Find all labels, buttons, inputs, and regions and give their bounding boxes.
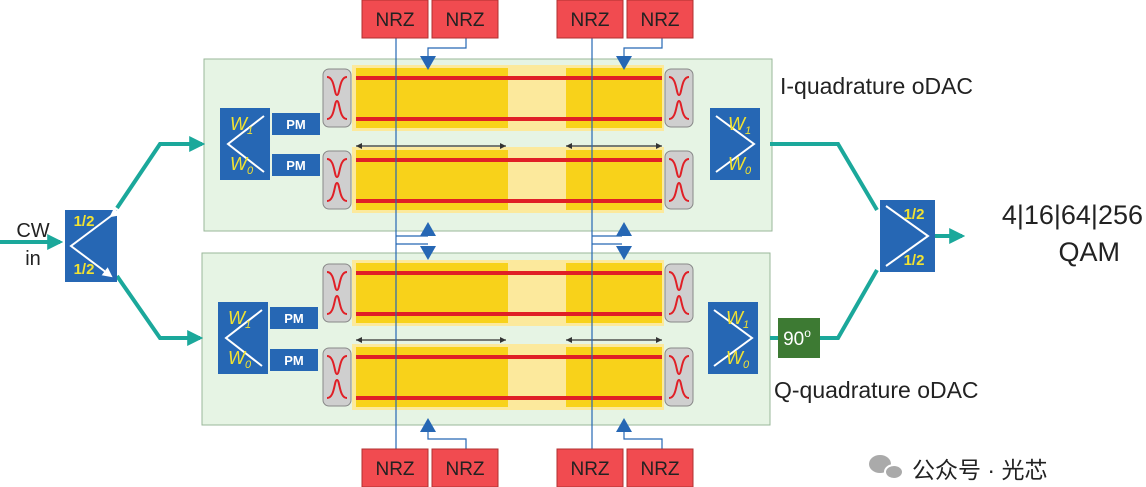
weight-w1-label: W1 bbox=[228, 308, 251, 331]
mzm-electrodes bbox=[352, 65, 664, 131]
nrz-label: NRZ bbox=[640, 459, 679, 480]
directional-coupler bbox=[664, 68, 694, 128]
svg-text:PM: PM bbox=[286, 117, 306, 132]
directional-coupler bbox=[322, 68, 352, 128]
wechat-icon bbox=[869, 455, 904, 480]
rf-feed-arrow bbox=[420, 56, 436, 70]
watermark-text: 公众号 · 光芯 bbox=[912, 457, 1047, 483]
nrz-label: NRZ bbox=[570, 10, 609, 31]
phase-modulator: PM bbox=[270, 349, 318, 371]
rf-feed-arrow bbox=[616, 418, 632, 432]
nrz-label: NRZ bbox=[445, 10, 484, 31]
directional-coupler bbox=[664, 347, 694, 407]
directional-coupler bbox=[322, 150, 352, 210]
rf-feed-arrow bbox=[420, 418, 436, 432]
mzm-electrodes bbox=[352, 147, 664, 213]
phase-shifter-90: 90o bbox=[778, 318, 820, 358]
weight-w1-label: W1 bbox=[726, 308, 749, 331]
nrz-label: NRZ bbox=[445, 459, 484, 480]
output-combiner: 1/2 1/2 bbox=[880, 200, 935, 272]
phase-shift-value: 90o bbox=[783, 326, 811, 350]
nrz-label: NRZ bbox=[375, 10, 414, 31]
waveguides bbox=[0, 136, 966, 346]
directional-coupler bbox=[322, 347, 352, 407]
nrz-driver: NRZ bbox=[361, 0, 429, 39]
weight-w0-label: W0 bbox=[728, 154, 752, 177]
rf-feed-arrow bbox=[616, 246, 632, 260]
weight-w1-label: W1 bbox=[728, 114, 751, 137]
combiner-bottom-ratio: 1/2 bbox=[904, 252, 925, 269]
rf-feed-arrow bbox=[616, 222, 632, 236]
weight-w0-label: W0 bbox=[228, 348, 252, 371]
rf-feed-arrow bbox=[420, 222, 436, 236]
cw-label: CW bbox=[16, 220, 49, 242]
nrz-driver: NRZ bbox=[626, 0, 694, 39]
nrz-driver: NRZ bbox=[361, 448, 429, 487]
weight-w0-label: W0 bbox=[230, 154, 254, 177]
phase-modulator: PM bbox=[270, 307, 318, 329]
svg-text:PM: PM bbox=[286, 158, 306, 173]
nrz-driver: NRZ bbox=[431, 0, 499, 39]
splitter-top-ratio: 1/2 bbox=[74, 213, 95, 230]
nrz-label: NRZ bbox=[640, 10, 679, 31]
nrz-label: NRZ bbox=[570, 459, 609, 480]
output-qam-label: QAM bbox=[1058, 237, 1120, 267]
directional-coupler bbox=[664, 263, 694, 323]
in-label: in bbox=[25, 248, 41, 270]
input-splitter: 1/2 1/2 bbox=[65, 207, 121, 282]
output-format-label: 4|16|64|256 bbox=[1002, 200, 1143, 230]
mzm-electrodes bbox=[352, 344, 664, 410]
nrz-driver: NRZ bbox=[431, 448, 499, 487]
i-quadrature-label: I-quadrature oDAC bbox=[780, 73, 973, 99]
mzm-electrodes bbox=[352, 260, 664, 326]
nrz-label: NRZ bbox=[375, 459, 414, 480]
weight-w1-label: W1 bbox=[230, 114, 253, 137]
watermark: 公众号 · 光芯 bbox=[869, 455, 1047, 483]
phase-modulator: PM bbox=[272, 154, 320, 176]
directional-coupler bbox=[322, 263, 352, 323]
directional-coupler bbox=[664, 150, 694, 210]
rf-feed-lines bbox=[395, 38, 663, 449]
q-quadrature-label: Q-quadrature oDAC bbox=[774, 377, 979, 403]
svg-text:PM: PM bbox=[284, 353, 304, 368]
electrode-length-marker bbox=[356, 337, 662, 343]
rf-feed-arrow bbox=[420, 246, 436, 260]
weight-w0-label: W0 bbox=[726, 348, 750, 371]
phase-modulator: PM bbox=[272, 113, 320, 135]
rf-feed-arrow bbox=[616, 56, 632, 70]
electrode-length-marker bbox=[356, 143, 662, 149]
nrz-driver: NRZ bbox=[556, 448, 624, 487]
nrz-driver: NRZ bbox=[556, 0, 624, 39]
splitter-bottom-ratio: 1/2 bbox=[74, 261, 95, 278]
combiner-top-ratio: 1/2 bbox=[904, 206, 925, 223]
svg-text:PM: PM bbox=[284, 311, 304, 326]
nrz-driver: NRZ bbox=[626, 448, 694, 487]
